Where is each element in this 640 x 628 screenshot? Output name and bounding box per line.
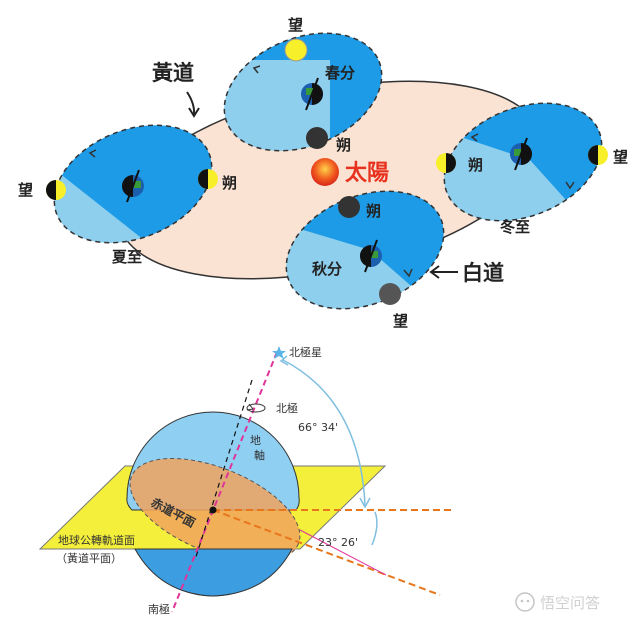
sun-icon (311, 158, 339, 186)
full-moon-label-autumn: 望 (393, 312, 408, 330)
angle-arc-66 (282, 359, 366, 506)
full-moon-summer (46, 180, 66, 200)
earth-spring (301, 77, 323, 111)
earth-axis (171, 351, 278, 613)
earth-winter (510, 137, 532, 171)
spring-equinox-label: 春分 (325, 64, 355, 82)
new-moon-spring (306, 127, 328, 149)
full-moon-spring (284, 38, 308, 62)
full-moon-label-spring: 望 (288, 16, 303, 34)
full-moon-label-summer: 望 (18, 181, 33, 199)
earth-summer (122, 169, 144, 203)
ecliptic-plane-label: （黃道平面） (56, 551, 122, 565)
new-moon-label-winter: 朔 (468, 156, 483, 174)
polaris-label: 北極星 (289, 345, 322, 359)
new-moon-label-spring: 朔 (336, 136, 351, 154)
south-pole-label: 南極 (148, 602, 170, 616)
new-moon-autumn (338, 196, 360, 218)
ecliptic-pointer-arrow (186, 91, 196, 116)
watermark-text: 悟空问答 (540, 594, 600, 612)
full-moon-autumn (379, 283, 401, 305)
orbit-plane-label: 地球公轉軌道面 (58, 533, 135, 547)
new-moon-winter (436, 153, 456, 173)
angle-arc-23 (371, 511, 378, 546)
earth-center (209, 506, 217, 514)
orbit-direction-arrows (88, 65, 575, 278)
sun-direction-line (299, 529, 387, 576)
rotation-indicator (246, 403, 266, 413)
new-moon-label-autumn: 朔 (366, 202, 381, 220)
full-moon-winter (588, 145, 608, 165)
vertical-reference (194, 379, 253, 561)
summer-solstice-label: 夏至 (111, 248, 142, 266)
full-moon-label-winter: 望 (613, 148, 628, 166)
axis-label-2: 軸 (254, 448, 265, 462)
earth-lower-visible (134, 548, 293, 597)
sun-label: 太陽 (345, 161, 389, 186)
angle-23-label: 23° 26' (318, 536, 358, 549)
watermark: 悟空问答 (515, 592, 600, 612)
angle-66-label: 66° 34' (298, 421, 338, 434)
axis-label-1: 地 (250, 434, 261, 447)
winter-solstice-label: 冬至 (500, 218, 530, 236)
equator-reference-line (212, 509, 441, 596)
new-moon-label-summer: 朔 (222, 174, 237, 192)
new-moon-summer (198, 169, 218, 189)
north-pole-label: 北極 (276, 401, 298, 415)
autumn-equinox-label: 秋分 (312, 260, 342, 278)
moon-orbit-label: 白道 (462, 261, 504, 285)
ecliptic-label: 黃道 (152, 61, 194, 85)
earth-autumn (360, 239, 382, 273)
polaris-star-icon (272, 346, 286, 359)
